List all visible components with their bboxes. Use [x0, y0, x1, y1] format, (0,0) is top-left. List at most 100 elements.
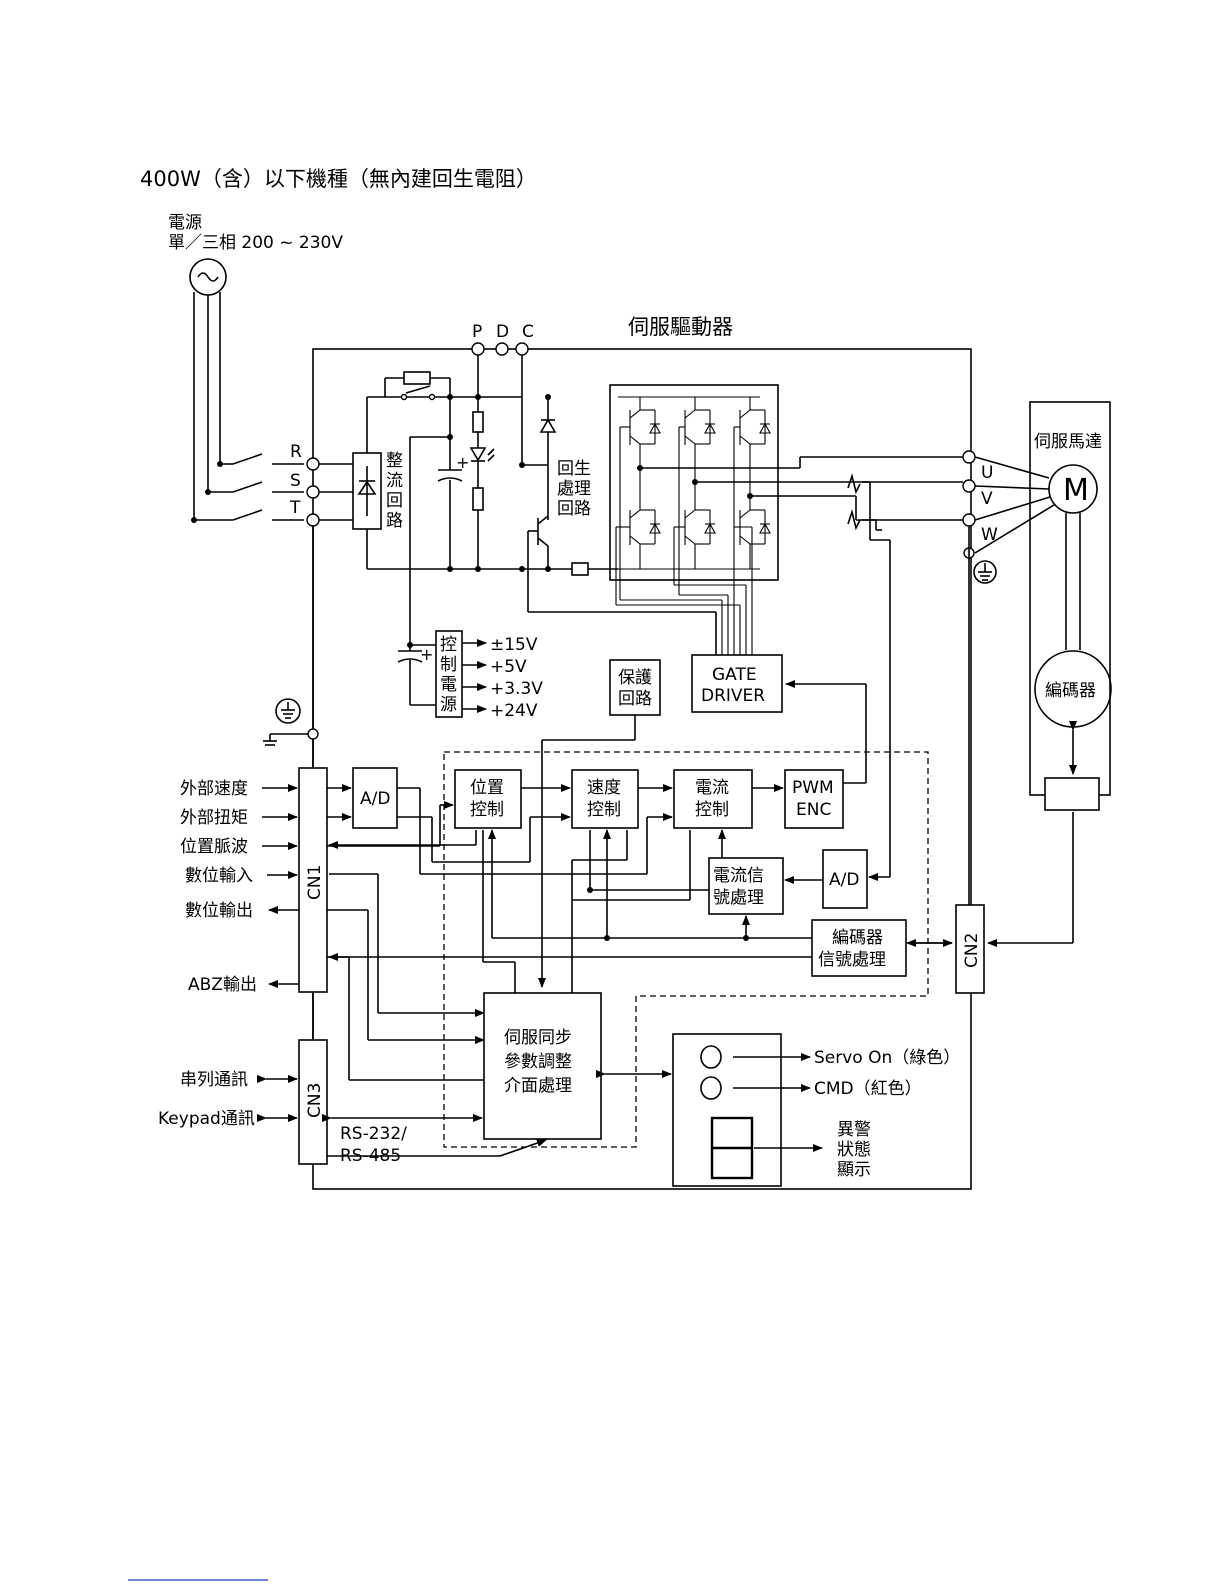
alarm-line-2: 狀態	[837, 1140, 871, 1160]
signal-pulse: 位置脈波	[180, 837, 248, 857]
gate-driver	[691, 654, 783, 713]
rectifier-char-3: 回	[386, 491, 403, 511]
drive-title: 伺服驅動器	[628, 315, 733, 339]
current-control	[673, 769, 753, 829]
voltage-3v3: +3.3V	[490, 679, 543, 699]
ac-source-icon	[189, 258, 227, 296]
digital-io-lines	[327, 830, 709, 1044]
terminal-c	[515, 342, 529, 356]
phase-r-label: R	[290, 442, 302, 462]
cmd-led	[700, 1076, 722, 1100]
phase-s-label: S	[290, 471, 301, 491]
bus-capacitor	[409, 397, 463, 645]
ad-converter-input	[352, 767, 398, 829]
rectifier-char-1: 整	[386, 451, 403, 471]
spd-ctrl-line-1: 速度	[587, 778, 621, 798]
terminal-t	[306, 513, 320, 527]
regen-circuit	[522, 397, 717, 655]
terminal-d-label: D	[496, 322, 509, 342]
regen-line-1: 回生	[557, 459, 591, 479]
rs-line-2: RS-485	[340, 1146, 401, 1166]
speed-control	[571, 769, 639, 829]
enc-signal-line-1: 編碼器	[832, 928, 883, 948]
voltage-15v: ±15V	[490, 635, 538, 655]
cur-signal-line-2: 號處理	[713, 888, 764, 908]
pos-ctrl-line-1: 位置	[470, 778, 504, 798]
servo-sync-line-1: 伺服同步	[504, 1028, 572, 1048]
signal-digital-in: 數位輸入	[185, 866, 253, 886]
front-panel	[672, 1033, 782, 1187]
power-label-1: 電源	[168, 213, 202, 233]
voltage-24v: +24V	[490, 701, 538, 721]
output-v-label: V	[981, 489, 993, 509]
terminal-p	[471, 342, 485, 356]
ad-current-label: A/D	[829, 870, 859, 890]
pwm-enc	[784, 769, 844, 829]
servo-sync-line-3: 介面處理	[504, 1076, 572, 1096]
cmd-label: CMD（紅色）	[814, 1079, 922, 1099]
servo-sync-interface	[483, 992, 602, 1140]
signal-serial: 串列通訊	[180, 1070, 248, 1090]
gate-driver-line-2: DRIVER	[701, 686, 765, 706]
protection-line-2: 回路	[618, 689, 652, 709]
output-u-label: U	[981, 463, 993, 483]
signal-keypad: Keypad通訊	[158, 1109, 255, 1129]
ground-icon-motor	[973, 560, 997, 584]
cn3-connector	[298, 1039, 328, 1165]
ctrl-power-char-4: 源	[440, 695, 457, 715]
motor-connections	[974, 456, 1081, 650]
cn2-label: CN2	[962, 933, 982, 968]
signal-ext-speed: 外部速度	[180, 779, 248, 799]
cn1-label: CN1	[305, 865, 325, 900]
signal-ext-torque: 外部扭矩	[180, 808, 248, 828]
encoder-connector	[1044, 777, 1100, 811]
current-signal-processing	[708, 857, 784, 915]
terminal-p-label: P	[472, 322, 482, 342]
enc-signal-line-2: 信號處理	[818, 950, 886, 970]
encoder-signal-processing	[811, 919, 907, 977]
ad-input-label: A/D	[360, 789, 390, 809]
diode-icon	[357, 466, 377, 516]
signal-abz-out: ABZ輸出	[188, 975, 257, 995]
pwm-enc-line-1: PWM	[792, 778, 834, 798]
led-indicator	[469, 397, 495, 569]
cur-signal-line-1: 電流信	[713, 866, 764, 886]
rs-line-1: RS-232/	[340, 1124, 407, 1144]
shunt-resistor	[571, 562, 589, 576]
ground-icon-drive	[263, 698, 313, 746]
power-label-2: 單／三相 200 ~ 230V	[168, 233, 343, 253]
cur-ctrl-line-1: 電流	[695, 778, 729, 798]
igbt-switches	[618, 396, 771, 570]
terminal-c-label: C	[522, 322, 534, 342]
protection-circuit	[609, 659, 661, 716]
servo-on-led	[700, 1045, 722, 1069]
position-control	[454, 769, 522, 829]
precharge-resistor	[403, 371, 431, 385]
control-dsp-region	[443, 751, 929, 1148]
rectifier-char-4: 路	[386, 511, 403, 531]
ctrl-power-char-1: 控	[440, 635, 457, 655]
control-power-block	[435, 630, 463, 718]
cur-ctrl-line-2: 控制	[695, 800, 729, 820]
servo-sync-line-2: 參數調整	[504, 1052, 572, 1072]
page-title: 400W（含）以下機種（無內建回生電阻）	[140, 167, 537, 191]
pos-ctrl-line-2: 控制	[470, 800, 504, 820]
rectifier-char-2: 流	[386, 471, 403, 491]
terminal-v	[962, 479, 976, 493]
ctrl-power-char-2: 制	[440, 655, 457, 675]
gate-signal-lines	[615, 426, 753, 655]
motor-phase-lines	[640, 456, 963, 521]
cn2-connector	[955, 904, 985, 994]
voltage-5v: +5V	[490, 657, 527, 677]
alarm-line-1: 異警	[837, 1120, 871, 1140]
dc-bus	[366, 377, 618, 570]
feedback-lines	[327, 829, 812, 958]
protection-line-1: 保護	[618, 668, 652, 688]
seven-segment-display	[710, 1116, 754, 1180]
servo-on-label: Servo On（綠色）	[814, 1048, 960, 1068]
regen-line-2: 處理	[557, 479, 591, 499]
motor-encoder-label: 編碼器	[1045, 681, 1096, 701]
cn3-label: CN3	[305, 1083, 325, 1118]
svg-text:+: +	[420, 645, 433, 664]
